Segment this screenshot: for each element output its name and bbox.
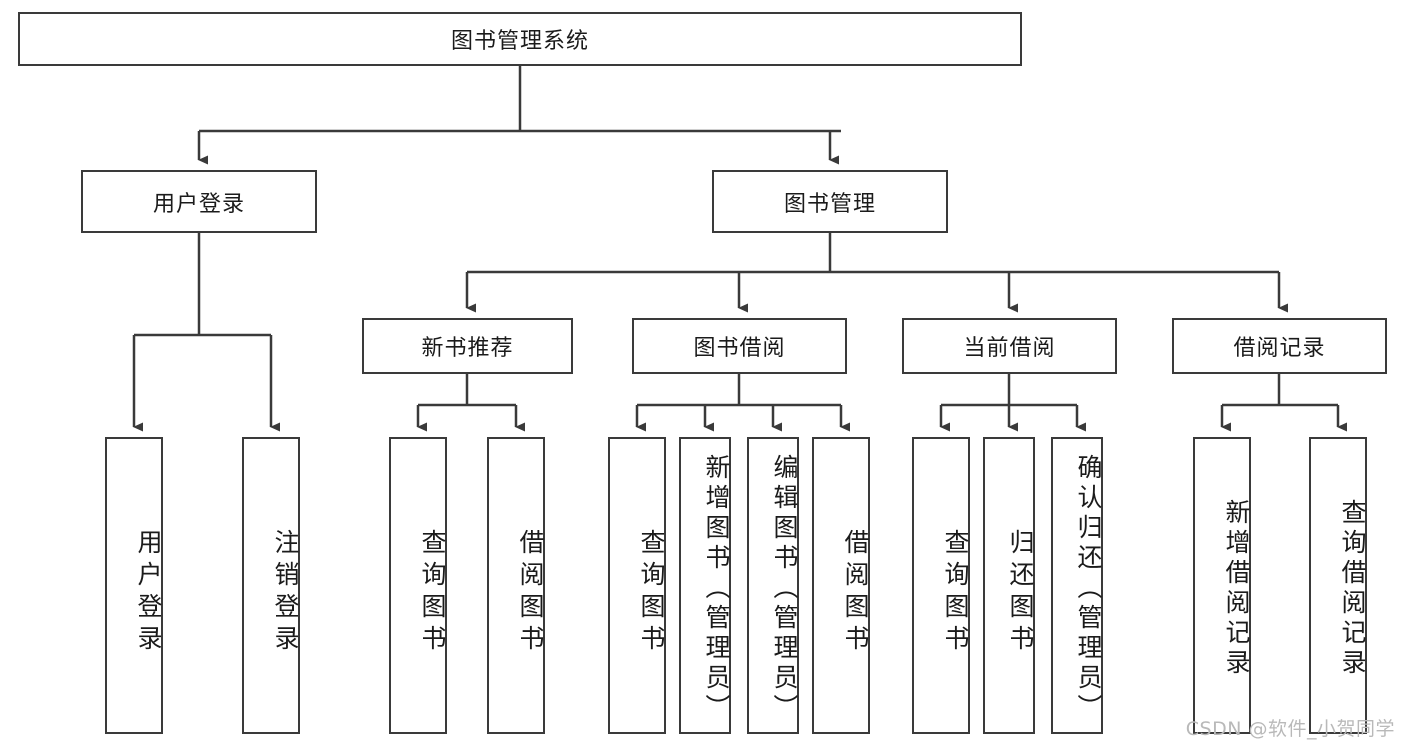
leaf-label: 编辑图书（管理员） (770, 453, 799, 724)
leaf-record-query-record[interactable]: 查询借阅记录 (1309, 437, 1367, 734)
leaf-borrow-query-book[interactable]: 查询图书 (608, 437, 666, 734)
node-book-borrow[interactable]: 图书借阅 (632, 318, 847, 374)
leaf-label: 借阅图书 (516, 528, 545, 657)
node-borrow-record-label: 借阅记录 (1233, 336, 1326, 361)
leaf-label: 用户登录 (134, 528, 163, 657)
leaf-user-login-logout[interactable]: 注销登录 (242, 437, 300, 734)
leaf-current-return-book[interactable]: 归还图书 (983, 437, 1035, 734)
leaf-borrow-edit-book-admin[interactable]: 编辑图书（管理员） (747, 437, 799, 734)
leaf-new-book-query[interactable]: 查询图书 (389, 437, 447, 734)
node-book-borrow-label: 图书借阅 (693, 336, 786, 361)
watermark: CSDN @软件_小贺同学 (1185, 718, 1395, 740)
leaf-borrow-borrow-book[interactable]: 借阅图书 (812, 437, 870, 734)
node-current-borrow-label: 当前借阅 (963, 336, 1056, 361)
leaf-label: 新增图书（管理员） (702, 453, 731, 724)
leaf-label: 查询图书 (941, 528, 970, 657)
leaf-label: 新增借阅记录 (1222, 498, 1251, 679)
node-root-label: 图书管理系统 (450, 29, 589, 54)
leaf-label: 查询图书 (418, 528, 447, 657)
leaf-label: 借阅图书 (841, 528, 870, 657)
node-user-login[interactable]: 用户登录 (81, 170, 317, 233)
node-book-management-label: 图书管理 (783, 191, 876, 217)
leaf-current-confirm-return-admin[interactable]: 确认归还（管理员） (1051, 437, 1103, 734)
leaf-user-login-login[interactable]: 用户登录 (105, 437, 163, 734)
leaf-label: 查询借阅记录 (1338, 498, 1367, 679)
node-current-borrow[interactable]: 当前借阅 (902, 318, 1117, 374)
leaf-new-book-borrow[interactable]: 借阅图书 (487, 437, 545, 734)
leaf-label: 注销登录 (271, 528, 300, 657)
leaf-label: 归还图书 (1006, 528, 1035, 657)
node-root[interactable]: 图书管理系统 (18, 12, 1022, 66)
leaf-label: 确认归还（管理员） (1074, 453, 1103, 724)
leaf-current-query-book[interactable]: 查询图书 (912, 437, 970, 734)
node-new-book-recommend-label: 新书推荐 (421, 336, 514, 361)
node-new-book-recommend[interactable]: 新书推荐 (362, 318, 573, 374)
leaf-borrow-add-book-admin[interactable]: 新增图书（管理员） (679, 437, 731, 734)
node-book-management[interactable]: 图书管理 (712, 170, 948, 233)
leaf-label: 查询图书 (637, 528, 666, 657)
leaf-record-add-record[interactable]: 新增借阅记录 (1193, 437, 1251, 734)
node-user-login-label: 用户登录 (152, 191, 245, 217)
node-borrow-record[interactable]: 借阅记录 (1172, 318, 1387, 374)
